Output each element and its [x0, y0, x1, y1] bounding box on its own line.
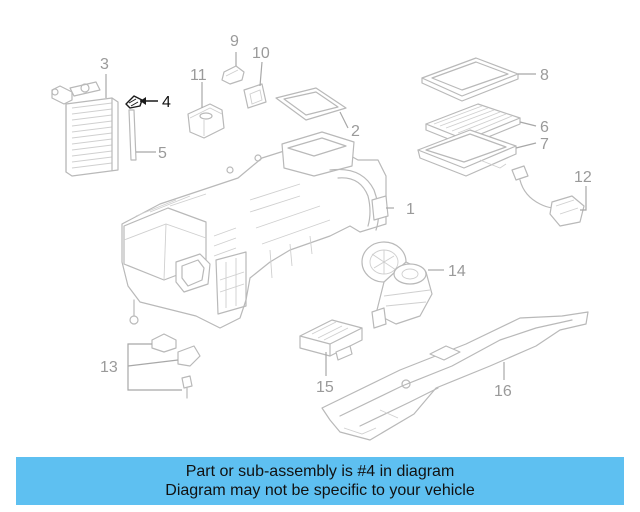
callout-14: 14 [448, 263, 466, 280]
callout-labels: 1 2 3 4 5 6 7 8 9 10 11 12 13 14 15 16 [100, 33, 592, 400]
part-7-filter-housing [417, 129, 517, 177]
part-3-heater-core [51, 81, 119, 177]
leader-lines [105, 52, 587, 391]
callout-5: 5 [158, 145, 167, 162]
part-10-bracket [243, 83, 267, 109]
part-9-block [221, 65, 245, 85]
part-14-blower-motor [361, 241, 433, 329]
part-8-filter-cover [421, 57, 519, 102]
callout-13: 13 [100, 359, 118, 376]
callout-11: 11 [190, 67, 207, 84]
part-1-hvac-housing [121, 131, 389, 329]
part-2-gasket [275, 87, 347, 121]
part-13-fasteners [151, 333, 201, 399]
callout-2: 2 [351, 123, 360, 140]
callout-1: 1 [406, 201, 415, 218]
callout-6: 6 [540, 119, 549, 136]
part-4-clip [125, 95, 143, 109]
callout-16: 16 [494, 383, 512, 400]
callout-10: 10 [252, 45, 270, 62]
exploded-parts-diagram: 1 2 3 4 5 6 7 8 9 10 11 12 13 14 15 16 [51, 33, 592, 441]
banner-line-part-number: Part or sub-assembly is #4 in diagram [185, 463, 455, 480]
callout-15: 15 [316, 379, 334, 396]
part-12-sensor [511, 165, 585, 227]
callout-4: 4 [162, 94, 171, 111]
callout-3: 3 [100, 56, 109, 73]
diagram-info-banner: Part or sub-assembly is #4 in diagram Di… [16, 457, 624, 505]
part-11-actuator [187, 103, 225, 139]
callout-8: 8 [540, 67, 549, 84]
part-15-control-module [299, 319, 363, 361]
part-16-floor-duct [321, 311, 589, 441]
part-5-tube [128, 109, 137, 161]
banner-line-disclaimer: Diagram may not be specific to your vehi… [165, 482, 475, 499]
callout-9: 9 [230, 33, 239, 50]
callout-7: 7 [540, 136, 549, 153]
callout-12: 12 [574, 169, 592, 186]
